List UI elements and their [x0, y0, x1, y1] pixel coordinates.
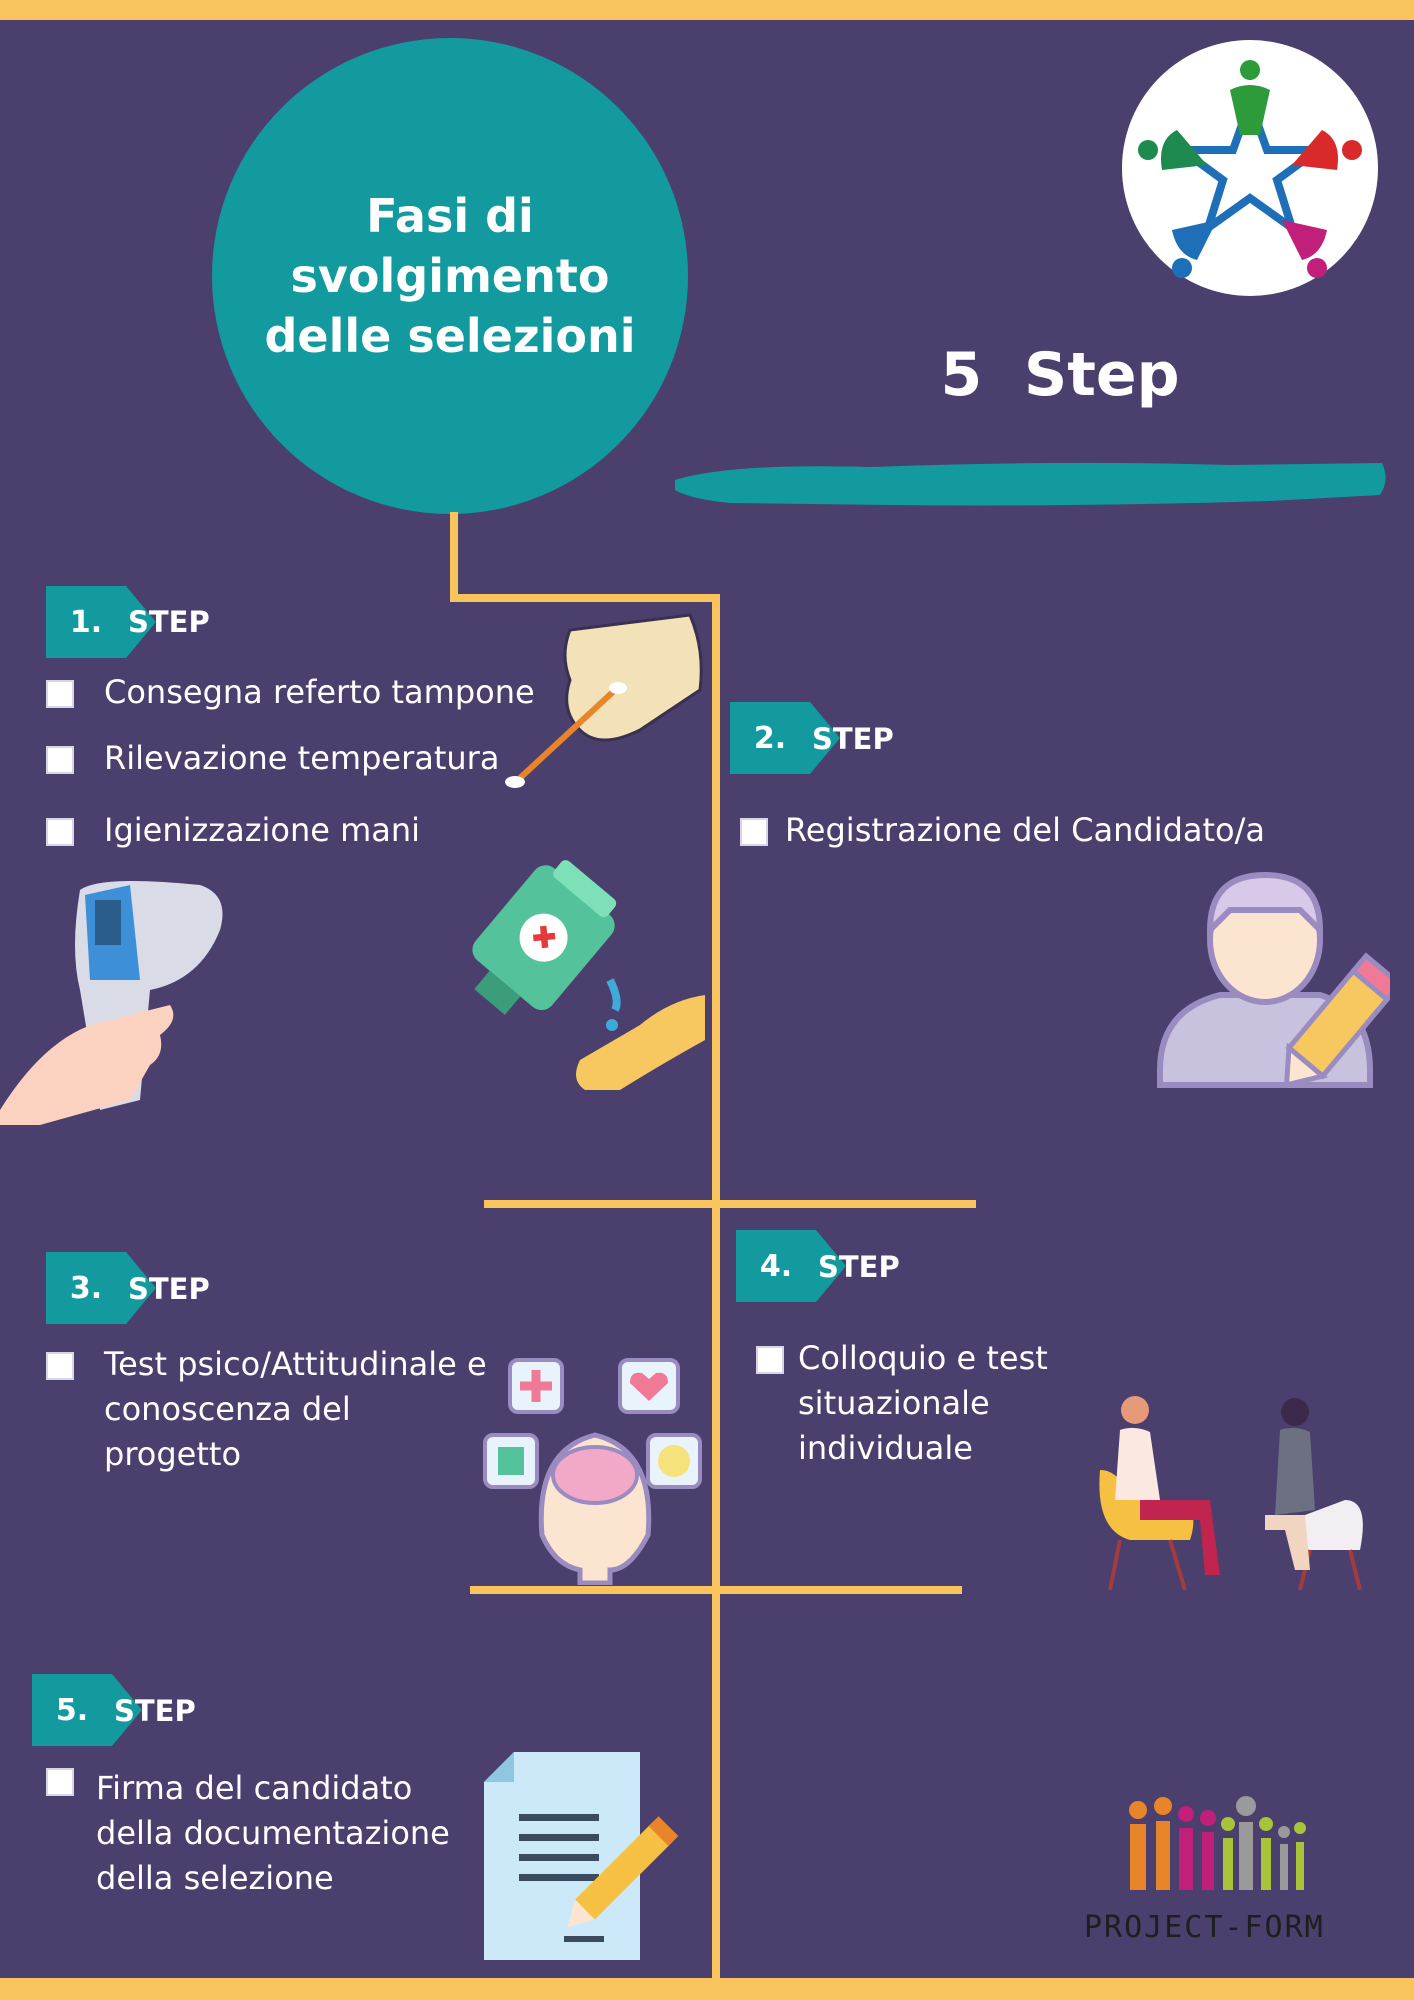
step-5-badge: 5. — [32, 1674, 142, 1746]
step-5-item: Firma del candidato della documentazione… — [96, 1769, 450, 1897]
step-2-label: STEP — [812, 722, 894, 756]
step-1-number: 1. — [69, 604, 103, 640]
step-3-badge: 3. — [46, 1252, 156, 1324]
step-5-number: 5. — [55, 1692, 89, 1728]
step-1-label: STEP — [128, 605, 210, 639]
step-2-item: Registrazione del Candidato/a — [785, 811, 1266, 849]
top-border — [0, 0, 1414, 20]
checkbox — [740, 818, 768, 846]
step-4-badge: 4. — [736, 1230, 846, 1302]
checkbox — [46, 746, 74, 774]
timeline-divider — [484, 1200, 976, 1208]
timeline-main — [712, 594, 720, 1984]
step-4-label: STEP — [818, 1250, 900, 1284]
steps-count-heading: 5 Step — [940, 340, 1180, 410]
timeline-divider — [470, 1586, 962, 1594]
bottom-border — [0, 1978, 1414, 2000]
page-title: Fasi di svolgimento delle selezioni — [264, 189, 636, 363]
step-4-item: Colloquio e test situazionale individual… — [798, 1339, 1048, 1467]
step-3-number: 3. — [69, 1270, 103, 1306]
step-5-label: STEP — [114, 1694, 196, 1728]
step-1-item: Rilevazione temperatura — [104, 739, 500, 777]
user-edit-icon — [1157, 871, 1390, 1089]
step-2-number: 2. — [753, 720, 787, 756]
swab-hand-icon — [505, 613, 703, 788]
checkbox — [756, 1346, 784, 1374]
brain-icon — [483, 1358, 702, 1585]
step-4-number: 4. — [759, 1248, 793, 1284]
interview-icon — [1099, 1396, 1363, 1590]
timeline-connector — [450, 512, 458, 602]
step-2-badge: 2. — [730, 702, 840, 774]
checkbox — [46, 680, 74, 708]
checkbox — [46, 1352, 74, 1380]
step-1-item: Igienizzazione mani — [104, 811, 421, 849]
timeline-connector — [450, 594, 720, 602]
servizio-civile-logo-icon — [1122, 40, 1378, 296]
brush-stroke-decoration — [675, 462, 1386, 506]
brand-name: PROJECT-FORM — [1084, 1910, 1325, 1945]
project-form-logo-icon — [1129, 1796, 1306, 1890]
step-1-badge: 1. — [46, 586, 156, 658]
step-1-item: Consegna referto tampone — [104, 673, 535, 711]
step-3-item: Test psico/Attitudinale e conoscenza del… — [104, 1345, 487, 1473]
step-3-label: STEP — [128, 1272, 210, 1306]
checkbox — [46, 818, 74, 846]
checkbox — [46, 1768, 74, 1796]
thermometer-gun-icon — [0, 881, 223, 1125]
title-circle: Fasi di svolgimento delle selezioni — [212, 38, 688, 514]
sanitizer-icon: ✖ — [472, 860, 705, 1090]
document-sign-icon — [484, 1752, 679, 1960]
